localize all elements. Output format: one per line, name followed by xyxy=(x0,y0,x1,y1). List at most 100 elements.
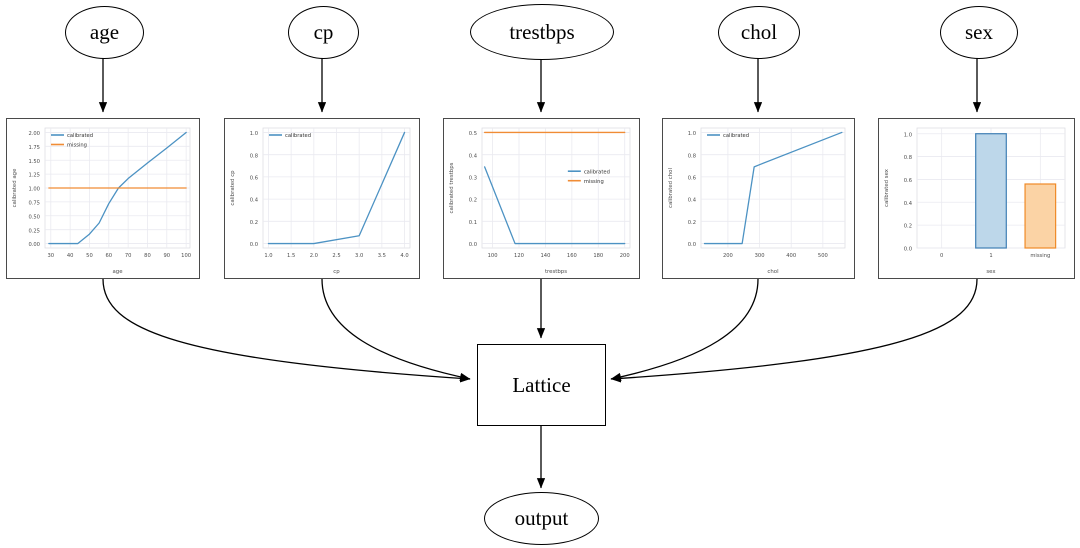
axis-text: 0.0 xyxy=(904,247,912,253)
axis-text: 1.0 xyxy=(904,132,912,138)
axis-text: 0.8 xyxy=(904,155,912,161)
axis-text: 0 xyxy=(940,253,943,259)
axis-text: 120 xyxy=(514,253,524,259)
axis-text: calibrated xyxy=(723,133,749,139)
axis-text: 300 xyxy=(755,253,765,259)
axis-text: 4.0 xyxy=(400,253,408,259)
axis-text: 1 xyxy=(989,253,992,259)
axis-text: calibrated cp xyxy=(230,170,236,206)
axis-text: missing xyxy=(584,179,604,185)
axis-text: calibrated chol xyxy=(668,168,674,208)
axis-text: 3.0 xyxy=(355,253,363,259)
node-label: sex xyxy=(965,20,993,44)
legend: calibrated xyxy=(269,133,311,139)
legend: calibrated missing xyxy=(567,169,610,185)
axis-text: 80 xyxy=(144,253,151,259)
axis-text: 1.50 xyxy=(28,159,40,165)
axis-text: 0.0 xyxy=(250,242,258,248)
node-lattice[interactable]: Lattice xyxy=(477,344,606,426)
node-label: chol xyxy=(740,20,778,44)
legend: calibrated missing xyxy=(51,133,93,149)
axis-text: 2.0 xyxy=(310,253,318,259)
axis-text: 0.2 xyxy=(688,220,696,226)
node-input-cp[interactable]: cp xyxy=(288,6,359,59)
axis-text: 40 xyxy=(67,253,74,259)
axis-text: 0.00 xyxy=(28,242,40,248)
axis-text: 0.0 xyxy=(469,242,477,248)
axis-text: 0.50 xyxy=(28,214,40,220)
edge-cp-calibrator-to-lattice xyxy=(321,278,471,382)
axis-text: 400 xyxy=(786,253,796,259)
axis-text: calibrated sex xyxy=(884,168,890,207)
node-label: trestbps xyxy=(509,19,575,44)
axis-text: 1.75 xyxy=(28,145,40,151)
axis-text: 180 xyxy=(593,253,603,259)
axis-text: 3.5 xyxy=(378,253,386,259)
axis-text: 1.0 xyxy=(264,253,272,259)
axis-text: 1.0 xyxy=(688,131,696,137)
axis-text: 100 xyxy=(488,253,498,259)
axis-text: missing xyxy=(67,143,87,149)
axis-text: 200 xyxy=(620,253,630,259)
edge-age-calibrator-to-lattice xyxy=(102,278,471,383)
axis-text: 0.2 xyxy=(250,220,258,226)
axis-text: calibrated xyxy=(584,169,610,175)
axis-text: 2.5 xyxy=(332,253,340,259)
axis-text: 0.4 xyxy=(688,198,697,204)
node-label: Lattice xyxy=(512,372,571,397)
series-calibrated xyxy=(703,131,843,245)
node-input-age[interactable]: age xyxy=(65,6,144,59)
axis-text: 0.4 xyxy=(904,201,913,207)
axis-text: 160 xyxy=(567,253,577,259)
bar-missing xyxy=(1024,183,1057,249)
node-input-chol[interactable]: chol xyxy=(718,6,800,59)
axis-text: 2.00 xyxy=(28,131,40,137)
axis-text: 0.25 xyxy=(28,228,40,234)
node-input-sex[interactable]: sex xyxy=(940,6,1018,59)
axis-text: calibrated age xyxy=(12,168,18,207)
axis-text: 0.2 xyxy=(904,224,912,230)
axis-text: 0.1 xyxy=(469,220,477,226)
axis-text: 50 xyxy=(86,253,93,259)
axis-text: 1.5 xyxy=(287,253,295,259)
axis-text: 140 xyxy=(540,253,550,259)
axis-text: 0.5 xyxy=(469,131,477,137)
axis-text: 90 xyxy=(163,253,170,259)
axis-text: age xyxy=(112,269,123,275)
bar-1 xyxy=(975,133,1007,249)
axis-text: 0.0 xyxy=(688,242,696,248)
axis-text: 0.6 xyxy=(250,175,258,181)
axis-text: 0.6 xyxy=(688,175,696,181)
axis-text: sex xyxy=(986,269,996,275)
series-calibrated xyxy=(483,166,626,245)
axis-text: calibrated trestbps xyxy=(449,162,455,213)
axis-text: cp xyxy=(333,269,340,275)
axis-text: 70 xyxy=(125,253,132,259)
axis-text: 0.2 xyxy=(469,198,477,204)
axis-text: chol xyxy=(767,269,778,275)
axis-text: 500 xyxy=(818,253,828,259)
axis-text: 60 xyxy=(105,253,112,259)
edge-chol-calibrator-to-lattice xyxy=(610,278,759,382)
axis-text: calibrated xyxy=(67,133,93,139)
legend: calibrated xyxy=(707,133,749,139)
node-label: age xyxy=(89,20,120,44)
axis-text: missing xyxy=(1030,253,1050,259)
node-input-trestbps[interactable]: trestbps xyxy=(470,4,614,60)
axis-text: 0.75 xyxy=(28,200,40,206)
axis-text: calibrated xyxy=(285,133,311,139)
axis-text: 0.4 xyxy=(250,198,259,204)
node-output[interactable]: output xyxy=(484,492,599,545)
axis-text: 1.00 xyxy=(28,187,40,193)
